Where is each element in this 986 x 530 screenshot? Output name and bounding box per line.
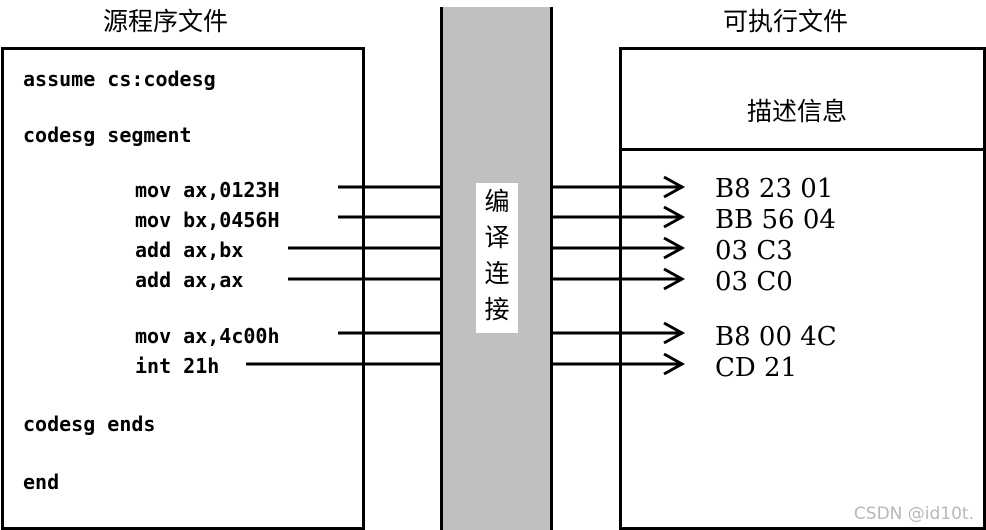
code-instruction: add ax,ax: [135, 268, 244, 292]
code-line-end: end: [23, 470, 60, 494]
arrow-head: [663, 267, 686, 291]
arrow-head: [663, 321, 686, 345]
label-char: 译: [484, 223, 510, 252]
label-char: 接: [484, 295, 510, 324]
machine-code-line: 03 C0: [715, 267, 793, 297]
code-instruction: mov bx,0456H: [135, 208, 280, 232]
label-char: 编: [484, 187, 510, 216]
code-line-segment: codesg segment: [23, 123, 192, 147]
arrow-head: [663, 236, 686, 260]
arrow-head: [663, 175, 686, 199]
machine-code-line: 03 C3: [715, 236, 793, 266]
machine-code-line: B8 23 01: [715, 174, 834, 204]
watermark: CSDN @id10t.: [853, 504, 974, 524]
compile-link-label: 编 译 连 接: [476, 183, 518, 333]
code-instruction: mov ax,4c00h: [135, 324, 280, 348]
code-instruction: int 21h: [135, 354, 220, 378]
description-label: 描述信息: [747, 97, 848, 126]
machine-code-line: CD 21: [715, 353, 798, 383]
code-instruction: mov ax,0123H: [135, 178, 280, 202]
label-char: 连: [484, 259, 510, 288]
description-section: 描述信息: [622, 50, 983, 151]
code-line-assume: assume cs:codesg: [23, 67, 216, 91]
machine-code-line: B8 00 4C: [715, 322, 837, 352]
machine-code-line: BB 56 04: [715, 205, 836, 235]
source-file-title: 源程序文件: [103, 7, 229, 36]
arrow-head: [663, 205, 686, 229]
source-file-box: assume cs:codesg codesg segment mov ax,0…: [1, 47, 365, 530]
code-line-ends: codesg ends: [23, 412, 156, 436]
executable-file-title: 可执行文件: [723, 7, 849, 36]
code-instruction: add ax,bx: [135, 238, 244, 262]
arrow-head: [663, 352, 686, 376]
executable-file-box: 描述信息 B8 23 01 BB 56 04 03 C3 03 C0 B8 00…: [619, 47, 986, 530]
